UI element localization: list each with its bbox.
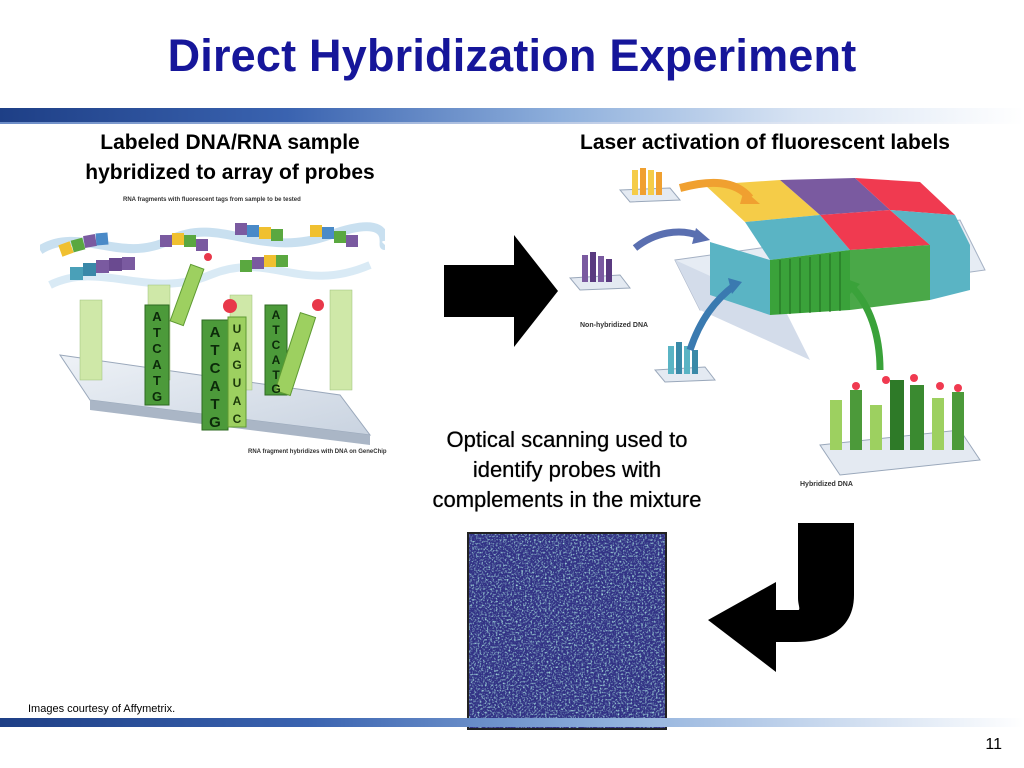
header-rule (0, 108, 1024, 122)
left-caption: Labeled DNA/RNA sample hybridized to arr… (30, 128, 430, 188)
probe-base: T (210, 342, 219, 359)
probe-base: A (272, 308, 281, 322)
probe-column-1: A T C A T G (144, 304, 170, 406)
optical-line2: identify probes with (472, 457, 662, 482)
probe-base: T (153, 325, 161, 340)
right-caption: Laser activation of fluorescent labels (580, 131, 950, 154)
scanned-array-image (467, 532, 667, 730)
label-rna-fragments: RNA fragments with fluorescent tags from… (123, 197, 301, 203)
probe-column-2: A T C A T G U A G U A C (201, 299, 247, 431)
optical-line3: complements in the mixture (432, 487, 702, 512)
rna-fragment (235, 223, 283, 241)
probe-base: G (209, 414, 221, 431)
footer-rule (0, 718, 1024, 727)
probe-base: C (210, 360, 221, 377)
chip-tile-teal (890, 210, 970, 245)
probe-base: A (210, 324, 221, 341)
hybridization-illustration: A T C A T G A T C A T G U A G U A C (40, 222, 385, 445)
chip-tile-red (855, 178, 955, 215)
optical-line1: Optical scanning used to (446, 427, 688, 452)
rna-fragment (160, 233, 208, 251)
probe-base: T (272, 368, 280, 382)
rna-base: U (233, 322, 242, 336)
rna-fragment (70, 257, 135, 280)
optical-scanning-text: Optical scanning used to identify probes… (404, 425, 730, 515)
probe-vial-bottom (653, 342, 716, 383)
rna-base: C (233, 412, 242, 426)
probe-base: C (152, 341, 162, 356)
rna-fragment (310, 225, 358, 247)
probe-vial-top (618, 168, 682, 203)
chip-tile-teal (745, 215, 850, 260)
probe-base: T (210, 396, 219, 413)
probe-base: A (152, 357, 162, 372)
hybridized-cluster (819, 374, 981, 476)
slide-title: Direct Hybridization Experiment (167, 30, 857, 81)
image-credit: Images courtesy of Affymetrix. (28, 703, 176, 715)
probe-vial-left (568, 252, 631, 291)
probe-base: T (153, 373, 161, 388)
header-rule-thin (0, 122, 1024, 124)
rna-base: A (233, 394, 242, 408)
rna-fragment (240, 255, 288, 272)
label-rna-hybridizes: RNA fragment hybridizes with DNA on Gene… (248, 449, 387, 455)
label-non-hybridized: Non-hybridized DNA (580, 322, 649, 329)
page-number: 11 (985, 736, 1002, 753)
chip-tile-purple (780, 178, 890, 215)
chip-tile-red (820, 210, 930, 250)
rna-base: G (232, 358, 241, 372)
probe-base: A (210, 378, 221, 395)
probe-base: A (272, 353, 281, 367)
label-hybridized: Hybridized DNA (800, 481, 853, 488)
left-caption-line1: Labeled DNA/RNA sample (100, 131, 360, 154)
rna-base: A (233, 340, 242, 354)
left-caption-line2: hybridized to array of probes (85, 161, 375, 184)
probe-base: C (272, 338, 281, 352)
rna-fragment (58, 232, 109, 257)
rna-base: U (233, 376, 242, 390)
curved-return-arrow-icon (708, 523, 854, 672)
probe-base: G (152, 389, 162, 404)
chip-illustration (568, 168, 986, 476)
probe-base: T (272, 323, 280, 337)
probe-base: A (152, 309, 162, 324)
rna-strand-curved (169, 253, 212, 327)
probe-base: G (271, 382, 280, 396)
probe-column-3: A T C A T G (264, 299, 324, 397)
right-arrow-icon (444, 235, 558, 347)
